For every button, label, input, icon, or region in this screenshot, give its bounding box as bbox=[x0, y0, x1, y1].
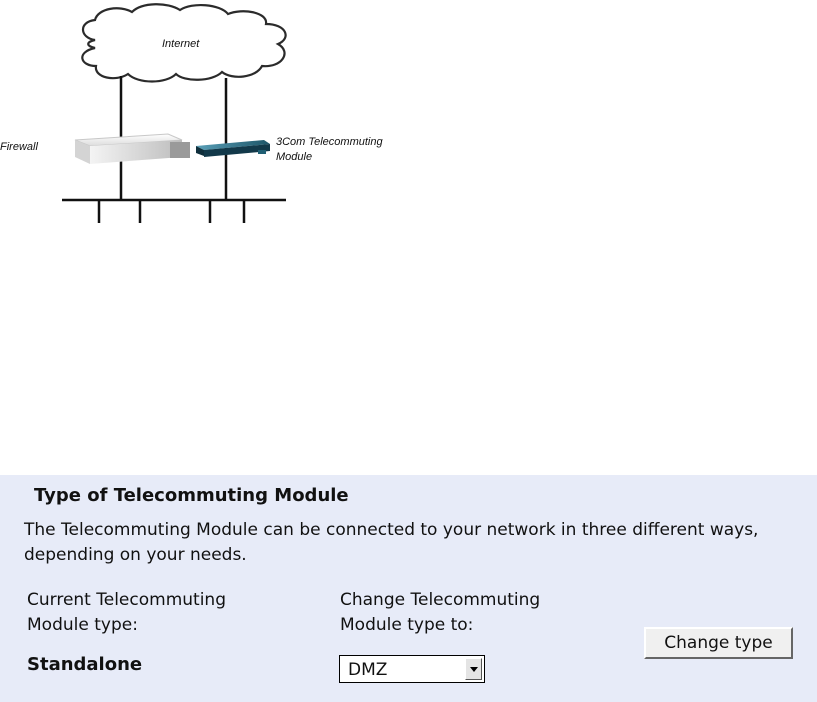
network-diagram: Internet Firewall 3Com Telecommuting Mod… bbox=[0, 3, 383, 223]
module-label-line2: Module bbox=[276, 151, 312, 163]
internet-cloud-icon bbox=[81, 3, 287, 83]
chevron-down-icon[interactable] bbox=[465, 658, 482, 680]
module-label-line1: 3Com Telecommuting bbox=[276, 136, 383, 148]
firewall-device-icon bbox=[74, 133, 190, 164]
firewall-label: Firewall bbox=[0, 141, 38, 153]
internet-label: Internet bbox=[162, 38, 200, 50]
current-type-label: Current Telecommuting Module type: bbox=[27, 588, 307, 638]
current-type-label-line1: Current Telecommuting bbox=[27, 590, 226, 610]
module-type-select-value: DMZ bbox=[348, 660, 388, 680]
current-type-label-line2: Module type: bbox=[27, 615, 138, 635]
change-type-label-line2: Module type to: bbox=[340, 615, 474, 635]
current-type-value: Standalone bbox=[27, 654, 143, 675]
change-type-button[interactable]: Change type bbox=[644, 627, 793, 659]
panel-title: Type of Telecommuting Module bbox=[34, 485, 349, 506]
change-type-label: Change Telecommuting Module type to: bbox=[340, 588, 620, 638]
module-type-select[interactable]: DMZ bbox=[339, 655, 485, 683]
telecommuting-module-icon bbox=[196, 140, 270, 157]
change-type-label-line1: Change Telecommuting bbox=[340, 590, 541, 610]
module-type-panel: Type of Telecommuting Module The Telecom… bbox=[0, 475, 817, 702]
panel-description: The Telecommuting Module can be connecte… bbox=[24, 520, 759, 565]
